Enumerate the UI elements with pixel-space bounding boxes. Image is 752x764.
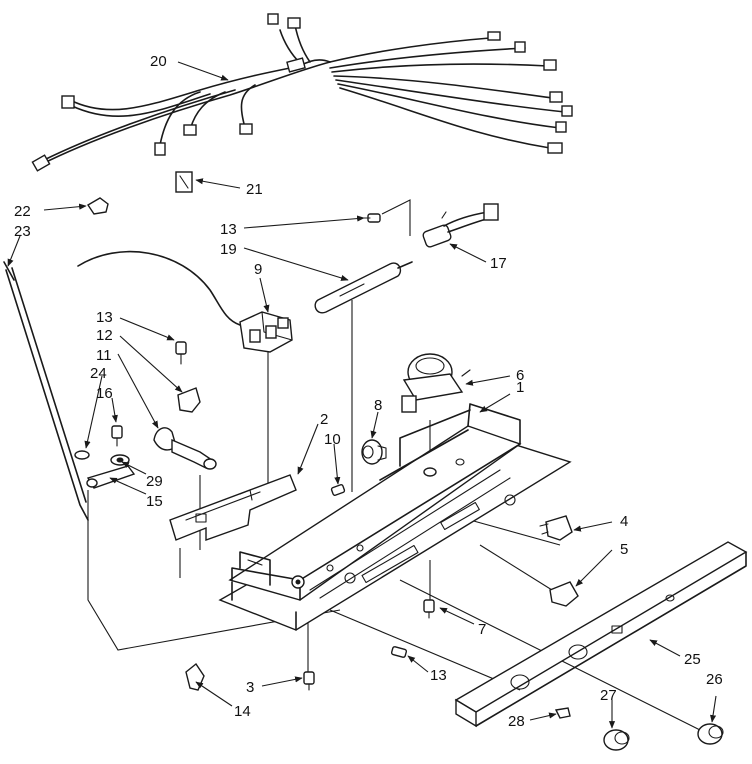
callout-16: 16	[96, 385, 113, 402]
switch-part-4	[539, 515, 573, 541]
control-part-9	[77, 250, 293, 353]
washer-part-29	[110, 454, 130, 466]
screw-part-10	[330, 484, 346, 496]
callout-8: 8	[374, 397, 382, 414]
callout-labels: 20 21 22 23 13 17 19 9 13 12 11 24 16 29…	[14, 53, 723, 730]
knob-part-26	[697, 723, 724, 745]
screw-part-13-left	[175, 341, 187, 365]
callout-24: 24	[90, 365, 107, 382]
callout-3: 3	[246, 679, 254, 696]
callout-12: 12	[96, 327, 113, 344]
assembly-lines	[87, 199, 701, 731]
screw-part-7	[423, 599, 435, 619]
callout-10: 10	[324, 431, 341, 448]
clip-part-22	[87, 197, 109, 215]
callout-28: 28	[508, 713, 525, 730]
callout-1: 1	[516, 379, 524, 396]
switch-part-5	[549, 581, 579, 607]
connector-part-21	[175, 171, 193, 193]
callout-23: 23	[14, 223, 31, 240]
screw-part-16	[111, 425, 123, 447]
callout-7: 7	[478, 621, 486, 638]
washer-part-24	[74, 450, 90, 460]
capacitor-part-17	[422, 203, 499, 248]
callout-13-top: 13	[220, 221, 237, 238]
wiring-harness	[31, 13, 573, 172]
bracket-part-12	[177, 387, 201, 413]
callout-13-bottom: 13	[430, 667, 447, 684]
screw-part-13-bottom	[390, 646, 408, 658]
callout-27: 27	[600, 687, 617, 704]
rod-part-23	[3, 261, 89, 521]
callout-17: 17	[490, 255, 507, 272]
callout-6: 6	[516, 367, 524, 384]
callout-2: 2	[320, 411, 328, 428]
callout-15: 15	[146, 493, 163, 510]
link-part-15	[86, 465, 136, 489]
sensor-bulb-part-19	[314, 261, 413, 314]
callout-20: 20	[150, 53, 167, 70]
screw-part-3	[303, 671, 315, 691]
callout-9: 9	[254, 261, 262, 278]
timer-part-6	[401, 353, 471, 413]
callout-4: 4	[620, 513, 628, 530]
knob-part-27	[603, 729, 630, 751]
callout-11: 11	[96, 347, 112, 364]
clip-part-28	[554, 707, 571, 719]
housing-part-1	[218, 403, 572, 631]
callout-26: 26	[706, 671, 723, 688]
front-panel-part-25	[454, 541, 748, 728]
callout-5: 5	[620, 541, 628, 558]
callout-22: 22	[14, 203, 31, 220]
leader-lines	[7, 61, 717, 729]
callout-19: 19	[220, 241, 237, 258]
callout-25: 25	[684, 651, 701, 668]
switch-part-11	[153, 427, 217, 470]
callout-29: 29	[146, 473, 163, 490]
callout-21: 21	[246, 181, 263, 198]
callout-14: 14	[234, 703, 251, 720]
callout-13-left: 13	[96, 309, 113, 326]
screw-part-13-top	[361, 213, 381, 223]
light-socket-part-8	[361, 439, 387, 465]
bracket-plate-part-2	[169, 474, 297, 541]
